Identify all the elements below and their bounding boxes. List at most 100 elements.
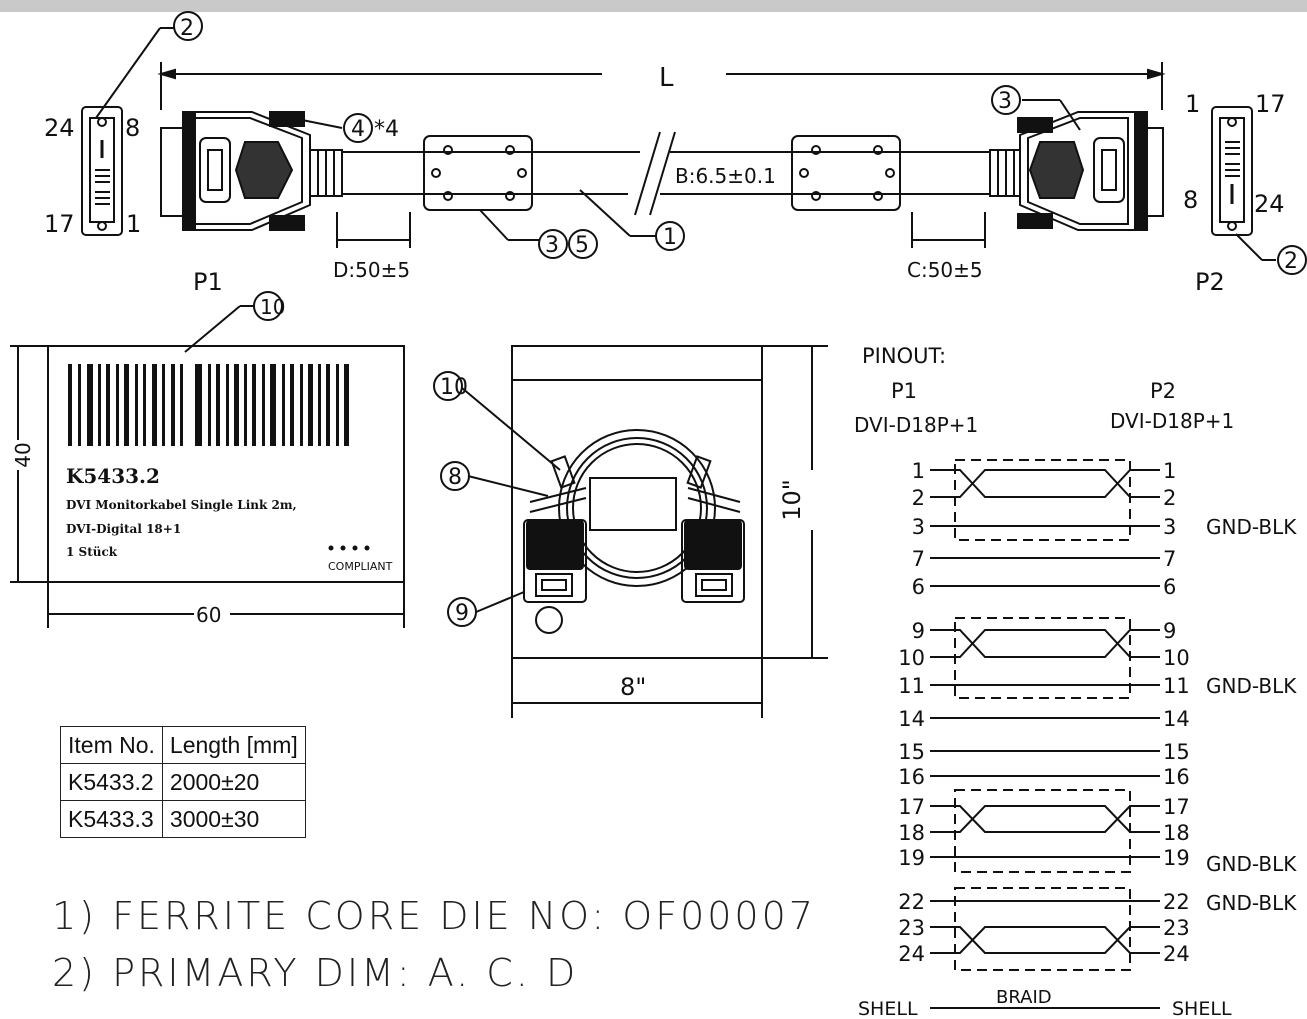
pin-left-6: 6 [912, 575, 925, 599]
callout-4: 4 [351, 117, 365, 142]
label-line3: 1 Stück [66, 545, 118, 559]
table-cell: K5433.2 [60, 763, 163, 801]
callout-circle-2-right [1277, 245, 1307, 275]
p2-logo [1093, 137, 1125, 203]
table-row: K5433.3 3000±30 [60, 800, 306, 838]
p2-pin-tr: 17 [1255, 90, 1286, 118]
p1-logo [199, 137, 231, 203]
gnd-label-2: GND-BLK [1206, 674, 1297, 698]
pinout-p1-type: DVI-D18P+1 [854, 413, 978, 437]
table-row: K5433.2 2000±20 [60, 763, 306, 801]
callout-circle-10-label [253, 291, 283, 321]
pin-left-19: 19 [898, 846, 925, 870]
l-arrow-left [157, 68, 176, 80]
callout-circle-3 [538, 229, 568, 259]
table-cell: 2000±20 [161, 763, 306, 801]
callout-circle-4 [343, 113, 373, 143]
pin-left-23: 23 [898, 916, 925, 940]
length-label: L [659, 63, 674, 93]
p1-screw-bottom [269, 215, 305, 231]
pin-left-11: 11 [898, 674, 925, 698]
pin-right-14: 14 [1163, 707, 1190, 731]
table-cell: 3000±30 [161, 800, 306, 838]
p1-label: P1 [193, 268, 223, 296]
break-mark-1 [634, 131, 661, 216]
label-line2: DVI-Digital 18+1 [66, 522, 181, 536]
p2-label: P2 [1195, 268, 1225, 296]
package-plug-left-body [526, 520, 584, 570]
pin-left-22: 22 [898, 890, 925, 914]
ferrite-right [791, 135, 901, 211]
p2-screw-top [1017, 117, 1053, 133]
pkg-height: 10" [778, 479, 806, 521]
pin-right-23: 23 [1163, 916, 1190, 940]
break-mark-2 [649, 131, 676, 216]
pin-left-17: 17 [898, 795, 925, 819]
p1-screw-top [269, 111, 305, 127]
pin-right-17: 17 [1163, 795, 1190, 819]
pinout-title: PINOUT: [862, 344, 946, 368]
shell-right: SHELL [1172, 998, 1232, 1019]
pkg-callout-9: 9 [455, 601, 469, 626]
pkg-callout-10: 10 [440, 375, 468, 400]
callout-1: 1 [663, 225, 677, 250]
pin-right-2: 2 [1163, 486, 1176, 510]
label-compliant: COMPLIANT [328, 560, 393, 573]
pin-right-24: 24 [1163, 942, 1190, 966]
label-box [47, 345, 405, 583]
package-bag [511, 345, 763, 659]
p2-pin-br: 24 [1254, 190, 1285, 218]
pin-left-24: 24 [898, 942, 925, 966]
pin-right-18: 18 [1163, 821, 1190, 845]
p2-flange [1134, 111, 1148, 231]
p2-pin-bl: 8 [1183, 186, 1198, 214]
pkg-width: 8" [620, 673, 646, 701]
length-table: Item No. Length [mm] K5433.2 2000±20 K54… [60, 726, 306, 838]
compliant-dots [328, 545, 370, 551]
pin-right-6: 6 [1163, 575, 1176, 599]
callout-circle-10-pkg [433, 371, 463, 401]
dim-b-label: B:6.5±0.1 [675, 164, 776, 188]
l-arrow-right [1147, 68, 1166, 80]
callout-5: 5 [575, 233, 589, 258]
pinout-p2-type: DVI-D18P+1 [1110, 409, 1234, 433]
label-width: 60 [196, 603, 221, 627]
callout-circle-8 [440, 461, 470, 491]
label-part-no: K5433.2 [66, 464, 160, 488]
pin-left-1: 1 [912, 459, 925, 483]
label-height: 40 [11, 442, 35, 467]
callout-circle-1 [655, 221, 685, 251]
pin-right-22: 22 [1163, 890, 1190, 914]
gnd-label-3: GND-BLK [1206, 852, 1297, 876]
pin-left-14: 14 [898, 707, 925, 731]
callout-circle-9 [447, 597, 477, 627]
p1-pin-tr: 8 [125, 114, 140, 142]
callout-circle-3-right [991, 85, 1021, 115]
cable-coil-outer [558, 429, 716, 587]
pin-left-10: 10 [898, 646, 925, 670]
dim-c-label: C:50±5 [907, 258, 983, 282]
p2-face [1211, 106, 1253, 236]
pin-left-7: 7 [912, 547, 925, 571]
notes-list: 1) FERRITE CORE DIE NO: OF00007 2) PRIMA… [52, 888, 816, 1002]
table-cell: K5433.3 [60, 800, 163, 838]
table-header-row: Item No. Length [mm] [60, 726, 306, 764]
pin-right-9: 9 [1163, 619, 1176, 643]
callout-3-right: 3 [998, 89, 1012, 114]
pkg-callout-8: 8 [448, 465, 462, 490]
braid-label: BRAID [996, 987, 1052, 1008]
p1-housing [194, 111, 311, 231]
p1-face [81, 106, 123, 236]
pin-right-1: 1 [1163, 459, 1176, 483]
pin-right-3: 3 [1163, 515, 1176, 539]
p1-flange [182, 111, 196, 231]
label-line1: DVI Monitorkabel Single Link 2m, [66, 498, 297, 512]
callout-2-right: 2 [1284, 249, 1298, 274]
barcode [68, 364, 349, 446]
note-item: 2) PRIMARY DIM: A. C. D [52, 951, 579, 995]
p1-face-hole-bottom [97, 221, 107, 231]
p2-screw-bottom [1017, 213, 1053, 229]
pin-right-19: 19 [1163, 846, 1190, 870]
ferrite-left [423, 135, 533, 211]
